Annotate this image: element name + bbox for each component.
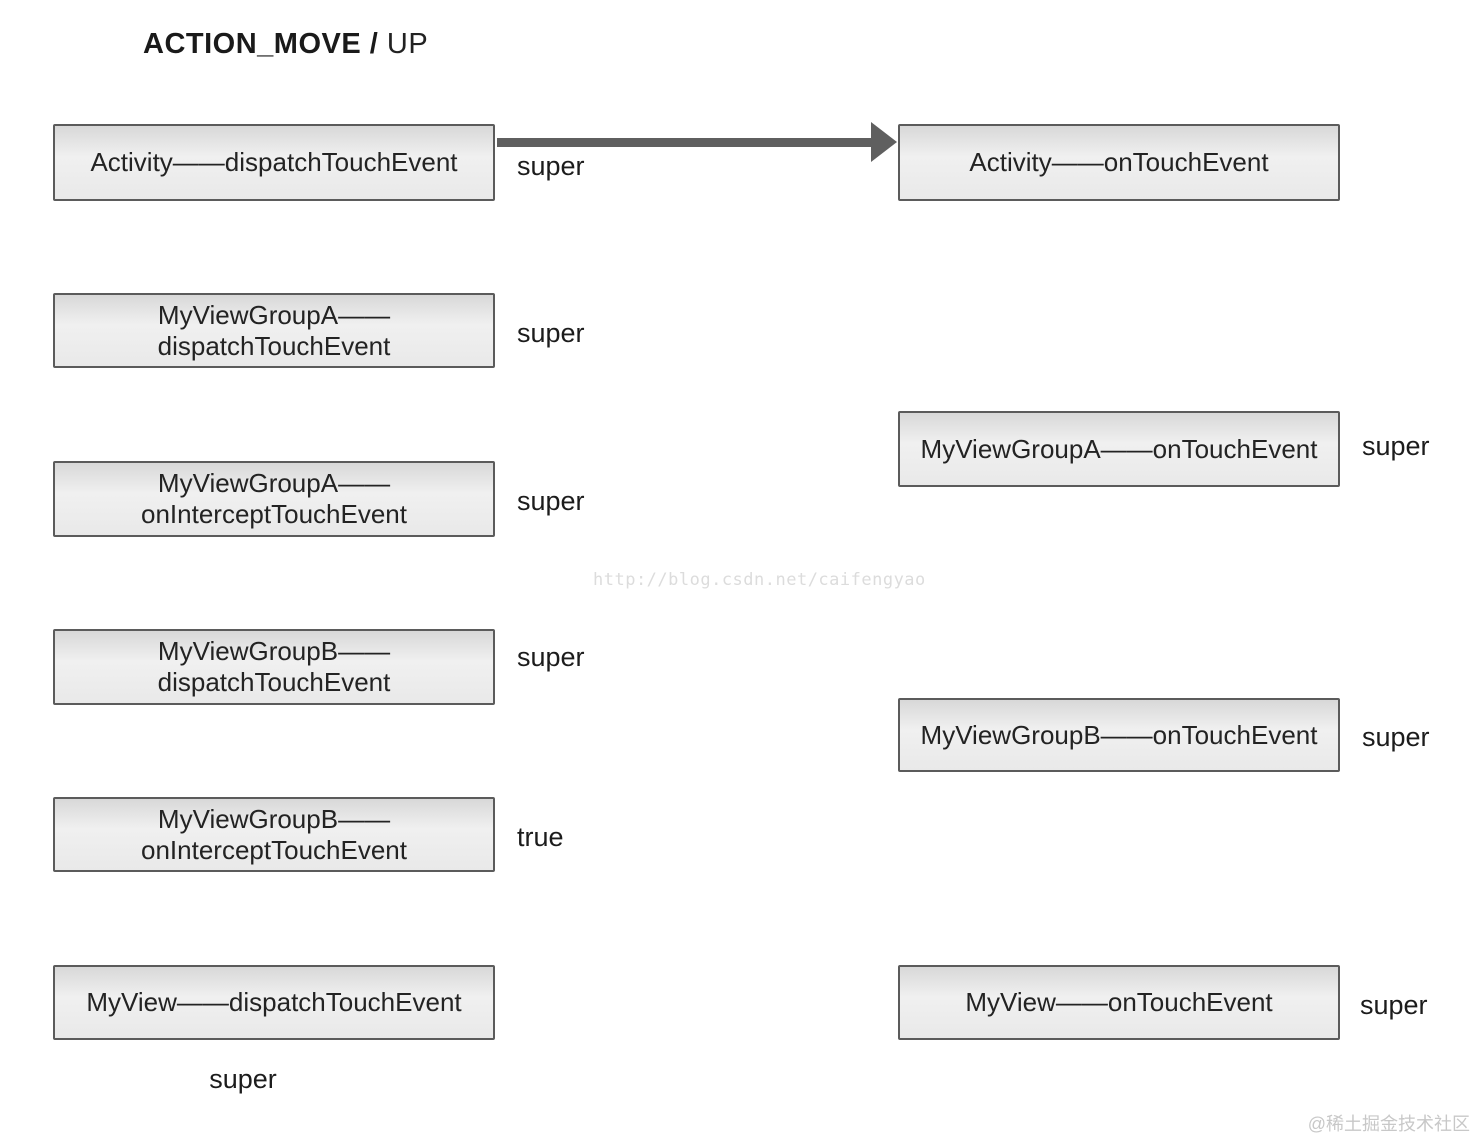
annotation-myview-dispatch-result: super <box>209 1064 277 1094</box>
box-label: MyViewGroupA—— onInterceptTouchEvent <box>141 468 407 529</box>
box-myview-ontouchevent: MyView——onTouchEvent <box>898 965 1340 1040</box>
box-myviewgroupb-dispatchtouchevent: MyViewGroupB—— dispatchTouchEvent <box>53 629 495 705</box>
box-myviewgroupa-ontouchevent: MyViewGroupA——onTouchEvent <box>898 411 1340 487</box>
annotation-viewgroupa-dispatch-result: super <box>517 318 585 348</box>
box-label: MyViewGroupA—— dispatchTouchEvent <box>157 299 391 361</box>
box-label: Activity——onTouchEvent <box>969 147 1269 177</box>
box-label: MyView——dispatchTouchEvent <box>86 987 462 1017</box>
arrow-head-icon <box>871 122 897 162</box>
box-myviewgroupb-ontouchevent: MyViewGroupB——onTouchEvent <box>898 698 1340 772</box>
annotation-viewgroupb-intercept-result: true <box>517 822 564 852</box>
box-label: MyViewGroupB——onTouchEvent <box>920 719 1318 750</box>
box-activity-ontouchevent: Activity——onTouchEvent <box>898 124 1340 201</box>
corner-watermark: @稀土掘金技术社区 <box>1307 1114 1470 1134</box>
box-label: MyViewGroupB—— dispatchTouchEvent <box>157 636 391 697</box>
diagram-title-suffix: UP <box>386 28 429 60</box>
annotation-activity-dispatch-result: super <box>517 151 585 181</box>
box-myview-dispatchtouchevent: MyView——dispatchTouchEvent <box>53 965 495 1040</box>
diagram-title-main: ACTION_MOVE / <box>143 28 379 60</box>
box-myviewgroupb-onintercepttouchevent: MyViewGroupB—— onInterceptTouchEvent <box>53 797 495 872</box>
annotation-myview-ontouch-result: super <box>1360 990 1428 1020</box>
box-label: MyViewGroupB—— onInterceptTouchEvent <box>141 803 407 865</box>
box-label: MyView——onTouchEvent <box>965 987 1273 1017</box>
box-myviewgroupa-dispatchtouchevent: MyViewGroupA—— dispatchTouchEvent <box>53 293 495 368</box>
box-myviewgroupa-onintercepttouchevent: MyViewGroupA—— onInterceptTouchEvent <box>53 461 495 537</box>
annotation-viewgroupb-dispatch-result: super <box>517 642 585 672</box>
box-activity-dispatchtouchevent: Activity——dispatchTouchEvent <box>53 124 495 201</box>
center-watermark: http://blog.csdn.net/caifengyao <box>593 570 926 590</box>
box-label: Activity——dispatchTouchEvent <box>90 147 458 177</box>
arrow-shaft <box>497 138 874 147</box>
annotation-viewgroupb-ontouch-result: super <box>1362 722 1430 752</box>
annotation-viewgroupa-ontouch-result: super <box>1362 431 1430 461</box>
diagram-title: ACTION_MOVE / UP <box>143 28 428 61</box>
box-label: MyViewGroupA——onTouchEvent <box>920 433 1318 464</box>
annotation-viewgroupa-intercept-result: super <box>517 486 585 516</box>
